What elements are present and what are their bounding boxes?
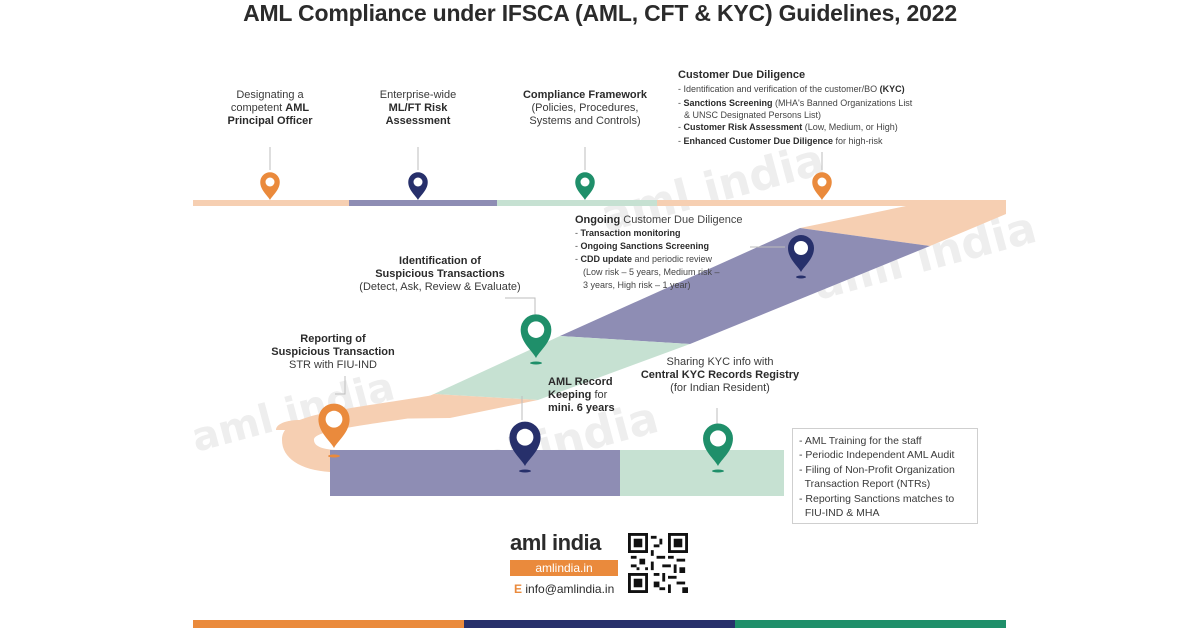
list-item: - Reporting Sanctions matches to [799, 492, 955, 505]
pin-reporting-icon [318, 403, 350, 448]
pin-risk-assessment-icon [408, 172, 428, 200]
label-compliance-framework: Compliance Framework (Policies, Procedur… [522, 89, 648, 127]
pin-cdd-icon [812, 172, 832, 200]
qr-code-icon [628, 533, 688, 593]
footer-bar [193, 620, 1006, 628]
road-bottom-purple [330, 450, 620, 496]
label-principal-officer: Designating a competent AML Principal Of… [227, 89, 313, 127]
brand-email-link[interactable]: E info@amlindia.in [514, 582, 615, 596]
label-risk-assessment: Enterprise-wide ML/FT Risk Assessment [379, 89, 457, 127]
pin-compliance-framework-icon [575, 172, 595, 200]
pin-identification-icon [520, 314, 552, 358]
road-bottom-green [620, 450, 784, 496]
road-top-green [497, 200, 657, 206]
brand-url-link[interactable]: amlindia.in [510, 560, 618, 576]
road-diagonal-orange [800, 206, 1006, 246]
pin-sharing-kyc-icon [703, 423, 733, 466]
list-item: - Filing of Non-Profit Organization [799, 463, 955, 476]
brand-logo: aml india [510, 530, 601, 555]
road-top-orange [193, 200, 349, 206]
list-item: Transaction Report (NTRs) [799, 478, 931, 491]
label-cdd: Customer Due Diligence - Identification … [678, 69, 913, 146]
additional-obligations-box: - AML Training for the staff - Periodic … [792, 428, 978, 524]
page-title: AML Compliance under IFSCA (AML, CFT & K… [243, 0, 957, 26]
brand-block: aml india amlindia.in E info@amlindia.in [500, 530, 700, 610]
pin-principal-officer-icon [260, 172, 280, 200]
list-item: - AML Training for the staff [799, 435, 922, 447]
road-top-purple [349, 200, 497, 206]
pin-record-keeping-icon [509, 421, 541, 466]
label-reporting: Reporting of Suspicious Transaction STR … [271, 333, 395, 371]
list-item: - Periodic Independent AML Audit [799, 449, 955, 462]
connector-lines [269, 147, 823, 426]
list-item: FIU-IND & MHA [799, 507, 880, 520]
label-record-keeping: AML Record Keeping for mini. 6 years [548, 376, 615, 414]
road-top-orange-2 [657, 200, 1006, 206]
label-sharing-kyc: Sharing KYC info with Central KYC Record… [640, 356, 800, 394]
pin-ongoing-cdd-icon [788, 235, 814, 272]
label-identification: Identification of Suspicious Transaction… [359, 255, 521, 293]
road-diagonal-green [434, 336, 690, 400]
road-diagonal-purple [560, 228, 930, 344]
label-ongoing-cdd: Ongoing Customer Due Diligence - Transac… [575, 214, 743, 290]
